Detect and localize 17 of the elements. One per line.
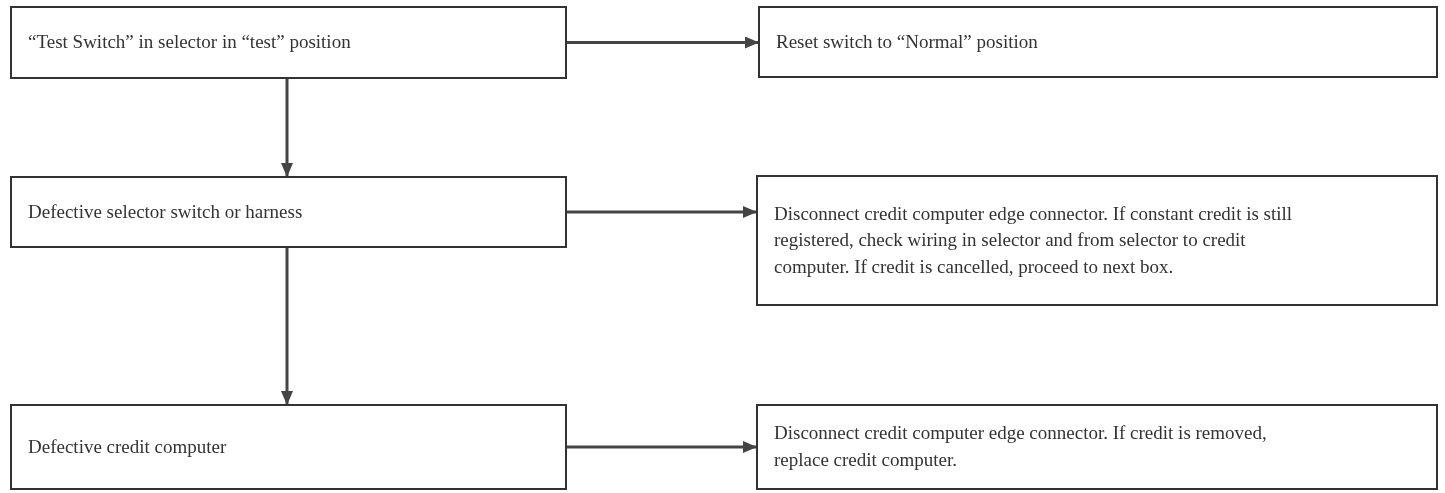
box-text: Reset switch to “Normal” position (776, 29, 1038, 54)
process-box (10, 404, 567, 490)
box-text: Defective credit computer (28, 434, 227, 459)
arrow (567, 441, 757, 453)
arrow (567, 206, 757, 218)
box-text: Disconnect credit computer edge connector. If credit is removed, replace credit computer. (774, 421, 1268, 472)
box-text: Defective selector switch or harness (28, 199, 303, 224)
process-box (758, 6, 1438, 78)
process-box (10, 176, 567, 248)
process-box (756, 175, 1438, 306)
process-box (10, 6, 567, 79)
arrow (567, 36, 759, 49)
arrow (281, 79, 293, 177)
box-text: Disconnect credit computer edge connector. If constant credit is still registered, check wiring in selector and from selector to credit computer. If credit is cancelled, proceed to next box. (774, 201, 1294, 279)
arrow (281, 248, 293, 405)
box-text: “Test Switch” in selector in “test” position (28, 30, 351, 55)
process-box (756, 404, 1438, 490)
